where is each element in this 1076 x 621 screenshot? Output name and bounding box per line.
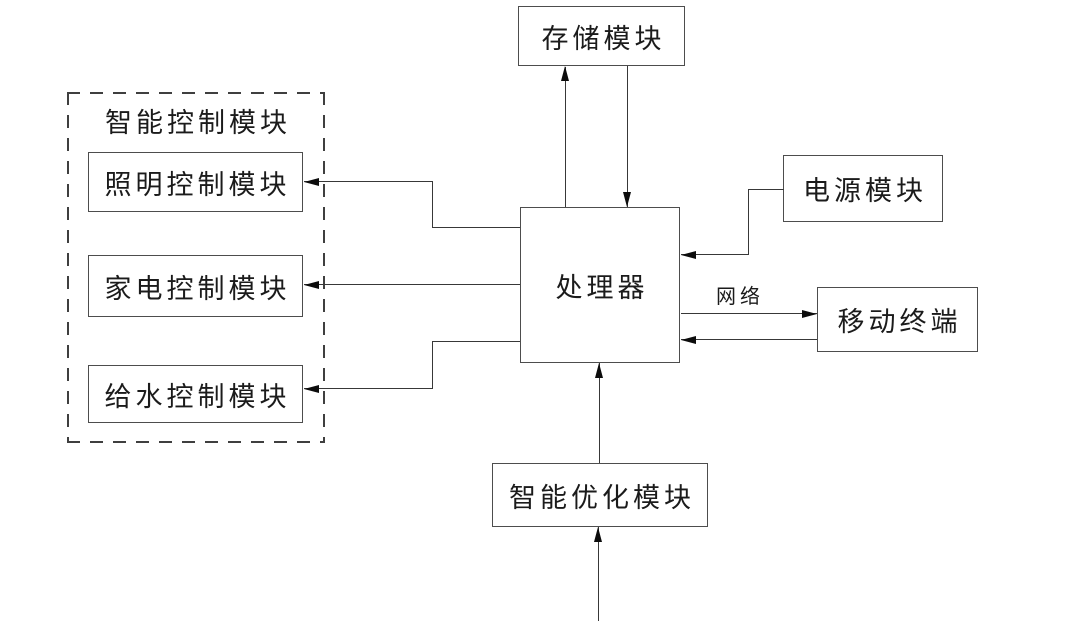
edge-processor-to-lighting-seg1 — [432, 227, 520, 228]
arrowhead-power-into-processor-icon — [681, 251, 696, 259]
edge-power-to-processor-seg2 — [748, 189, 749, 255]
arrowhead-into-lighting-icon — [304, 178, 319, 186]
arrowhead-into-storage-icon — [561, 66, 569, 81]
arrowhead-into-appliance-icon — [304, 281, 319, 289]
edge-power-to-processor-seg3 — [681, 254, 749, 255]
node-appliance-control-module: 家电控制模块 — [88, 255, 303, 317]
node-power-module: 电源模块 — [783, 155, 943, 222]
control-group-border-right — [323, 92, 325, 443]
arrowhead-into-mobile-icon — [802, 310, 817, 318]
edge-processor-to-storage-line — [565, 67, 566, 207]
node-optimization-module: 智能优化模块 — [492, 463, 708, 527]
edge-storage-to-processor-line — [627, 66, 628, 207]
edge-processor-to-lighting-seg3 — [304, 181, 433, 182]
edge-input-to-optimization-line — [598, 527, 599, 621]
edge-processor-to-water-seg1 — [432, 341, 520, 342]
edge-optimization-to-processor-line — [599, 363, 600, 463]
edge-processor-to-water-seg2 — [432, 341, 433, 389]
network-edge-label: 网络 — [703, 281, 777, 308]
control-group-border-top — [67, 92, 325, 94]
arrowhead-into-processor-top-icon — [623, 192, 631, 207]
edge-processor-to-lighting-seg2 — [432, 181, 433, 228]
edge-power-to-processor-seg1 — [748, 189, 784, 190]
arrowhead-into-processor-bottom-icon — [595, 363, 603, 378]
node-water-control-module: 给水控制模块 — [88, 365, 303, 423]
control-group-title: 智能控制模块 — [105, 107, 291, 138]
edge-processor-to-water-seg3 — [304, 388, 433, 389]
control-group-border-bottom — [67, 441, 325, 443]
node-mobile-terminal: 移动终端 — [817, 287, 978, 352]
node-lighting-control-module: 照明控制模块 — [88, 152, 303, 212]
arrowhead-mobile-into-processor-icon — [681, 336, 696, 344]
node-processor: 处理器 — [520, 207, 680, 363]
control-group-border-left — [67, 92, 69, 443]
arrowhead-into-water-icon — [304, 385, 319, 393]
arrowhead-into-optimization-icon — [594, 527, 602, 542]
edge-processor-to-mobile-line — [681, 313, 817, 314]
edge-processor-to-appliance-line — [304, 284, 520, 285]
node-storage-module: 存储模块 — [518, 6, 685, 66]
edge-mobile-to-processor-line — [681, 339, 817, 340]
